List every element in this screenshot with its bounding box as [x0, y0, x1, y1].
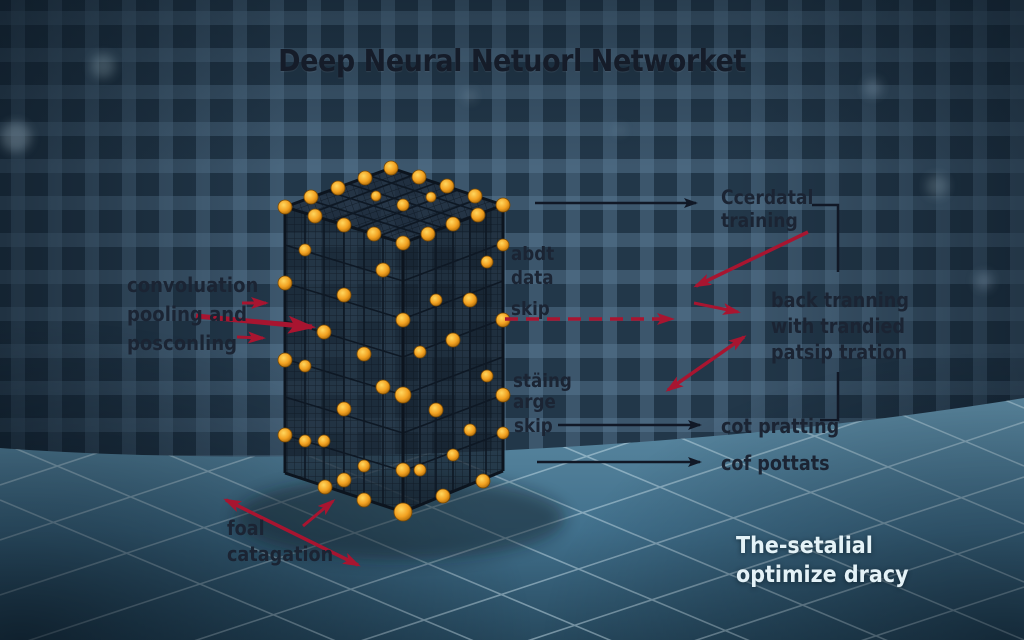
label-line: cot pratting — [721, 414, 840, 438]
right-bracket — [812, 203, 840, 422]
red-arrow-set — [195, 230, 809, 567]
label-line: data — [511, 267, 554, 289]
page-title: Deep Neural Netuorl Networket — [278, 44, 746, 79]
label-line: stäing — [513, 370, 572, 392]
label-line: catagation — [227, 542, 334, 566]
label-line: skip — [514, 415, 553, 437]
label-ccerdatal-training: Ccerdatal training — [721, 186, 813, 232]
label-line: skip — [511, 298, 550, 320]
label-line: posconling — [127, 331, 238, 355]
label-line: Ccerdatal — [721, 186, 814, 209]
label-line: training — [721, 209, 798, 232]
label-line: with trandied — [771, 314, 906, 338]
label-line: foal — [227, 516, 265, 540]
label-back-tranning: back tranning with trandied patsip trati… — [771, 287, 909, 365]
label-staing-arge: stäing arge — [513, 371, 572, 413]
label-foal-catagation: foal catagation — [227, 515, 333, 567]
label-line: optimize dracy — [736, 560, 909, 588]
label-cot-pratting: cot pratting — [721, 413, 839, 439]
label-skip-lower: skip — [514, 414, 553, 439]
label-convolution-pooling: convoluation pooling and posconling — [127, 271, 258, 358]
label-abdt-data: abdt data — [511, 242, 554, 290]
label-line: The-setalial — [736, 531, 873, 559]
black-arrow-set — [535, 198, 840, 467]
label-cof-potats: cof pottats — [721, 450, 830, 476]
label-line: arge — [513, 391, 556, 413]
label-line: pooling and — [127, 302, 248, 326]
label-skip-upper: skip — [511, 297, 550, 322]
neural-cube-graphic — [235, 160, 565, 560]
label-line: abdt — [511, 243, 555, 265]
label-line: back tranning — [771, 288, 909, 312]
label-line: cof pottats — [721, 451, 830, 475]
label-optimize-dracy: The-setalial optimize dracy — [736, 531, 909, 589]
label-line: patsip tration — [771, 340, 908, 364]
label-line: convoluation — [127, 273, 259, 297]
